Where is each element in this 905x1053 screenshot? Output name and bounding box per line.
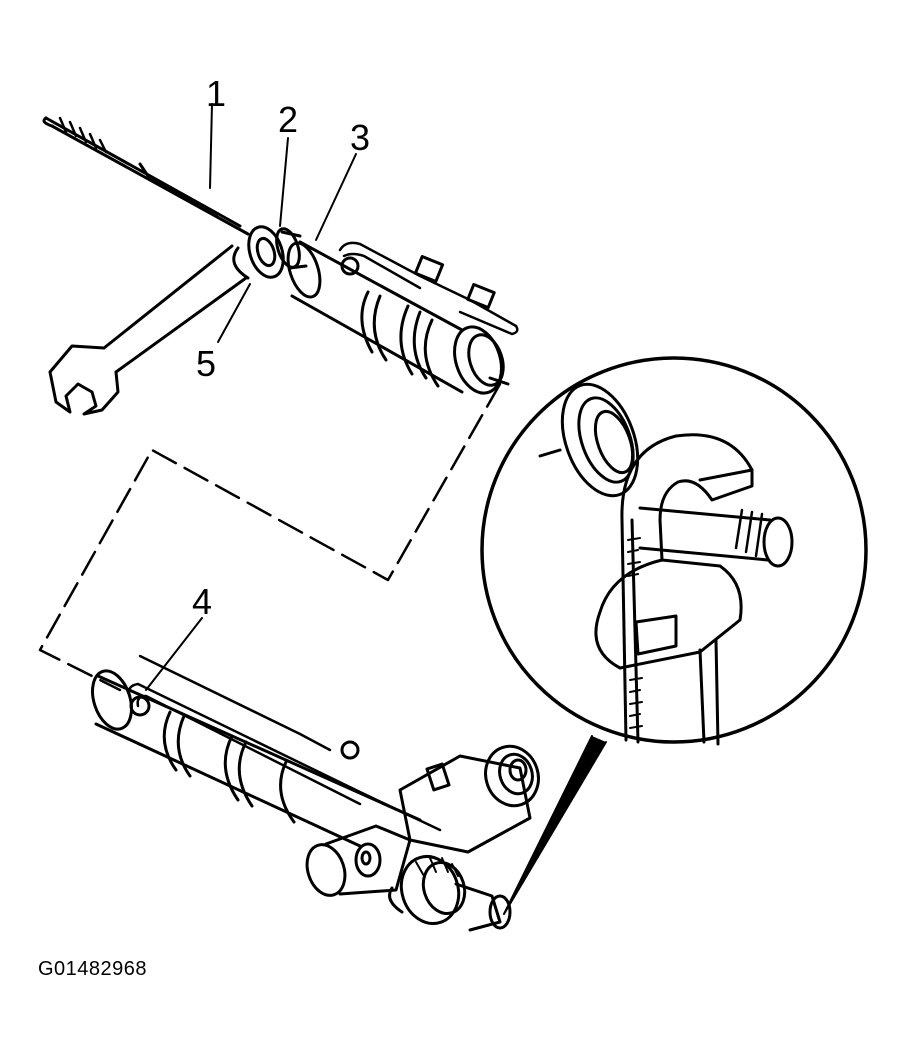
- upper-assembly: [42, 103, 519, 416]
- rack-housing-lower: [91, 669, 422, 848]
- open-end-wrench: [48, 244, 250, 416]
- adjustable-wrench: [594, 433, 754, 746]
- rack-housing-upper: [286, 240, 510, 395]
- phantom-connector-line: [38, 382, 502, 692]
- callout-4: 4: [192, 581, 213, 622]
- callout-1: 1: [206, 73, 227, 114]
- leader-2: [279, 137, 289, 227]
- leader-3: [315, 153, 357, 241]
- adjuster-lock-nut: [538, 382, 640, 498]
- detail-view: [480, 356, 868, 915]
- figure-id: G01482968: [38, 958, 148, 980]
- leader-4: [145, 617, 203, 691]
- fluid-line-upper: [338, 241, 519, 336]
- tie-rod: [42, 116, 250, 236]
- callout-2: 2: [278, 99, 299, 140]
- callout-5: 5: [196, 343, 217, 384]
- callout-3: 3: [350, 117, 371, 158]
- leader-5: [217, 283, 251, 343]
- inner-tie-rod-joint: [247, 225, 308, 279]
- end-fitting: [305, 824, 412, 897]
- lower-assembly: [91, 617, 540, 932]
- pinion-shaft: [388, 855, 512, 932]
- fluid-line-lower: [127, 654, 442, 832]
- leader-1: [209, 103, 213, 189]
- valve-body: [398, 744, 540, 854]
